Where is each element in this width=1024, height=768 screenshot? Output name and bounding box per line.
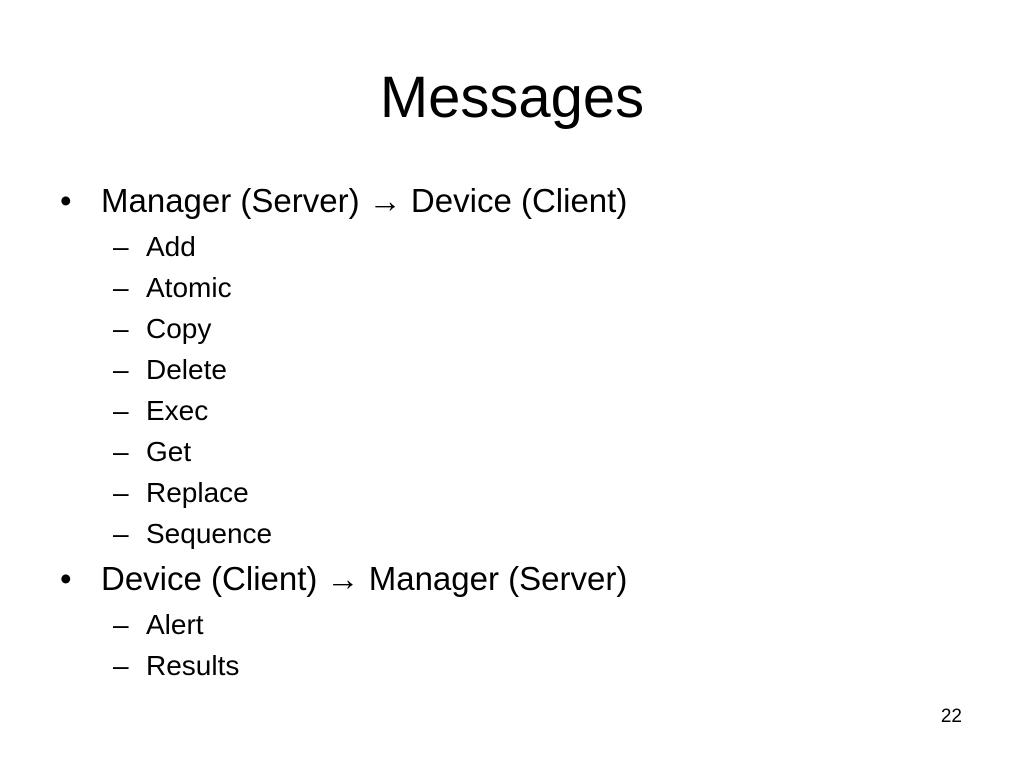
- sub-bullet-item: – Alert: [0, 604, 1024, 645]
- dash-icon: –: [113, 609, 129, 640]
- sub-bullet-text: Results: [146, 650, 240, 681]
- dash-icon: –: [113, 313, 129, 344]
- sub-bullet-text: Get: [146, 436, 192, 467]
- bullet-item: • Manager (Server) → Device (Client): [0, 176, 1024, 226]
- page-number: 22: [940, 706, 962, 727]
- sub-bullet-item: – Replace: [0, 472, 1024, 513]
- sub-bullet-item: – Exec: [0, 390, 1024, 431]
- bullet-item: • Device (Client) → Manager (Server): [0, 554, 1024, 604]
- dash-icon: –: [113, 477, 129, 508]
- sub-bullet-text: Add: [146, 231, 196, 262]
- dash-icon: –: [113, 436, 129, 467]
- bullet-icon: •: [60, 560, 72, 597]
- bullet-text: Manager (Server) → Device (Client): [101, 182, 628, 219]
- dash-icon: –: [113, 395, 129, 426]
- dash-icon: –: [113, 518, 129, 549]
- sub-bullet-item: – Atomic: [0, 267, 1024, 308]
- dash-icon: –: [113, 650, 129, 681]
- dash-icon: –: [113, 231, 129, 262]
- sub-bullet-text: Sequence: [146, 518, 273, 549]
- sub-bullet-text: Copy: [146, 313, 212, 344]
- bullet-icon: •: [60, 182, 72, 219]
- sub-bullet-item: – Sequence: [0, 513, 1024, 554]
- slide-body: • Manager (Server) → Device (Client) – A…: [0, 176, 1024, 686]
- dash-icon: –: [113, 272, 129, 303]
- sub-bullet-item: – Add: [0, 226, 1024, 267]
- sub-bullet-text: Exec: [146, 395, 209, 426]
- sub-bullet-text: Alert: [146, 609, 204, 640]
- sub-bullet-item: – Results: [0, 645, 1024, 686]
- sub-bullet-text: Atomic: [146, 272, 232, 303]
- dash-icon: –: [113, 354, 129, 385]
- sub-bullet-item: – Copy: [0, 308, 1024, 349]
- slide-title: Messages: [379, 65, 645, 130]
- sub-bullet-item: – Get: [0, 431, 1024, 472]
- bullet-text: Device (Client) → Manager (Server): [101, 560, 628, 597]
- sub-bullet-text: Delete: [146, 354, 227, 385]
- sub-bullet-text: Replace: [146, 477, 249, 508]
- sub-bullet-item: – Delete: [0, 349, 1024, 390]
